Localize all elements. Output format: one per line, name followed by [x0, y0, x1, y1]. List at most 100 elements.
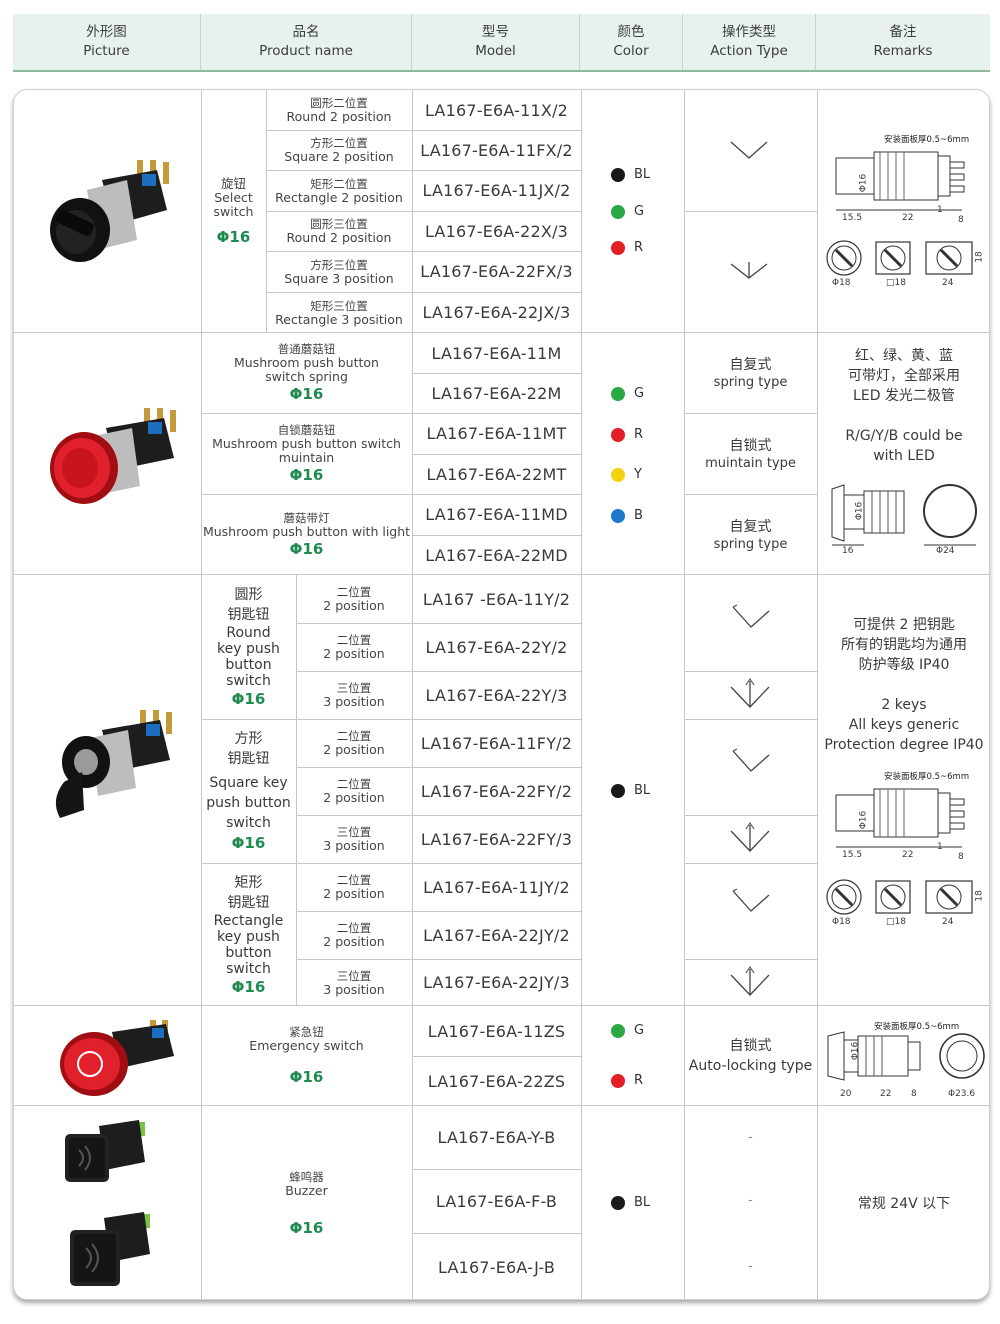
mushroom-remarks: 红、绿、黄、蓝 可带灯，全部采用 LED 发光二极管 R/G/Y/B could… — [817, 341, 989, 471]
name-cn: 钥匙钮 — [227, 751, 270, 767]
panel-thickness-label: 安装面板厚0.5~6mm — [874, 1022, 960, 1032]
diameter-label: Φ16 — [231, 977, 266, 996]
name-en: button — [225, 944, 272, 961]
color-code: Y — [634, 467, 642, 482]
model-number: LA167-E6A-11X/2 — [424, 100, 569, 120]
variant-cn: 圆形二位置 — [310, 96, 368, 110]
key-two-position-icon — [732, 604, 770, 628]
mushroom-dimension-drawing — [831, 484, 977, 546]
variant-en: 2 position — [323, 598, 385, 613]
dim-label: 24 — [942, 278, 954, 288]
color-code: BL — [634, 783, 651, 798]
dim-label: 8 — [958, 215, 964, 225]
black-dot-icon — [611, 783, 625, 798]
action-cn: 自锁式 — [729, 1038, 772, 1054]
key-remarks: 可提供 2 把钥匙 所有的钥匙均为通用 防护等级 IP40 2 keys All… — [817, 615, 989, 755]
variant-en: 3 position — [323, 694, 385, 709]
variant-cn: 二位置 — [336, 873, 372, 887]
action-type-cell: - — [748, 1129, 753, 1145]
variant-cn: 矩形二位置 — [310, 176, 368, 191]
emergency-name: 紧急钮 Emergency switch Φ16 — [201, 1006, 412, 1106]
variant-en: 2 position — [323, 886, 385, 901]
diameter-label: Φ16 — [289, 1218, 324, 1237]
header-en: Action Type — [710, 43, 788, 59]
yellow-dot-icon — [611, 467, 625, 482]
name-en: Buzzer — [285, 1182, 328, 1198]
remark-text: 可提供 2 把钥匙 — [853, 617, 955, 633]
section-key-switch: 圆形 钥匙钮 Round key push button switch Φ16 … — [14, 575, 989, 1006]
section-buzzer: 蜂鸣器 Buzzer Φ16 LA167-E6A-Y-B LA167-E6A-F… — [14, 1106, 989, 1299]
dim-label: 1 — [937, 842, 943, 852]
header-cn: 外形图 — [86, 24, 127, 40]
header-cn: 操作类型 — [722, 24, 776, 40]
model-number: LA167-E6A-11JX/2 — [422, 181, 571, 200]
diameter-label: Φ16 — [216, 227, 251, 246]
model-number: LA167-E6A-22MD — [425, 545, 568, 565]
remark-text: 可带灯，全部采用 — [848, 368, 960, 384]
diameter-label: Φ16 — [289, 539, 324, 558]
black-dot-icon — [611, 1195, 625, 1210]
variant-cn: 矩形三位置 — [310, 298, 368, 313]
name-en: key push — [217, 641, 280, 657]
model-number: LA167 -E6A-11Y/2 — [422, 589, 571, 609]
model-number: LA167-E6A-F-B — [435, 1191, 558, 1211]
dim-label: □18 — [886, 917, 906, 927]
action-type-cell: - — [748, 1259, 753, 1274]
color-option: G — [611, 1023, 644, 1038]
dim-label: 18 — [974, 890, 985, 902]
key-dimension-drawing: 安装面板厚0.5~6mm Φ16 15.5 22 1 8 Φ18 □18 24 — [824, 765, 989, 965]
variant-en: Square 2 position — [284, 149, 394, 164]
color-option: G — [611, 386, 644, 401]
name-cn: 圆形 — [234, 587, 263, 603]
diameter-label: Φ16 — [289, 1068, 324, 1086]
buzzer-image — [65, 1120, 145, 1182]
name-en: switch — [226, 960, 271, 977]
dim-label: 8 — [958, 852, 964, 862]
select-switch-name: 旋钮 Select switch Φ16 — [201, 90, 266, 333]
dim-label: Φ16 — [854, 501, 865, 521]
name-en: Mushroom push button switch — [212, 435, 401, 451]
mushroom-light-name: 蘑菇带灯 Mushroom push button with light Φ16 — [201, 494, 412, 575]
dim-label: Φ23.6 — [948, 1089, 976, 1099]
model-number: LA167-E6A-11ZS — [427, 1021, 566, 1041]
dim-label: 18 — [974, 251, 985, 263]
key-two-position-icon — [732, 748, 770, 772]
remark-text: 所有的钥匙均为通用 — [841, 637, 967, 653]
dim-label: 15.5 — [842, 213, 863, 223]
variant-en: 3 position — [323, 981, 385, 997]
variant-cn: 圆形三位置 — [310, 217, 368, 231]
remark-text: LED 发光二极管 — [853, 388, 955, 404]
green-dot-icon — [611, 204, 625, 219]
variant-en: Round 2 position — [286, 109, 392, 124]
black-dot-icon — [611, 167, 625, 182]
model-number: LA167-E6A-22JY/3 — [423, 973, 570, 992]
name-en: switch — [226, 815, 271, 831]
remark-text: with LED — [873, 448, 935, 464]
variant-en: Round 2 position — [286, 230, 392, 245]
name-en: Round — [226, 625, 271, 641]
action-en: spring type — [713, 536, 788, 552]
dim-label: Φ24 — [936, 546, 955, 556]
model-number: LA167-E6A-22ZS — [427, 1071, 566, 1091]
variant-en: Rectangle 2 position — [275, 189, 403, 205]
variant-en: 2 position — [323, 742, 385, 757]
key-two-position-icon — [732, 888, 770, 912]
mushroom-maintain-name: 自锁蘑菇钮 Mushroom push button switch muinta… — [201, 413, 412, 494]
color-option: R — [611, 427, 643, 442]
name-cn: 矩形 — [234, 874, 263, 891]
name-en: push button — [206, 795, 291, 811]
model-number: LA167-E6A-11FY/2 — [420, 733, 573, 753]
